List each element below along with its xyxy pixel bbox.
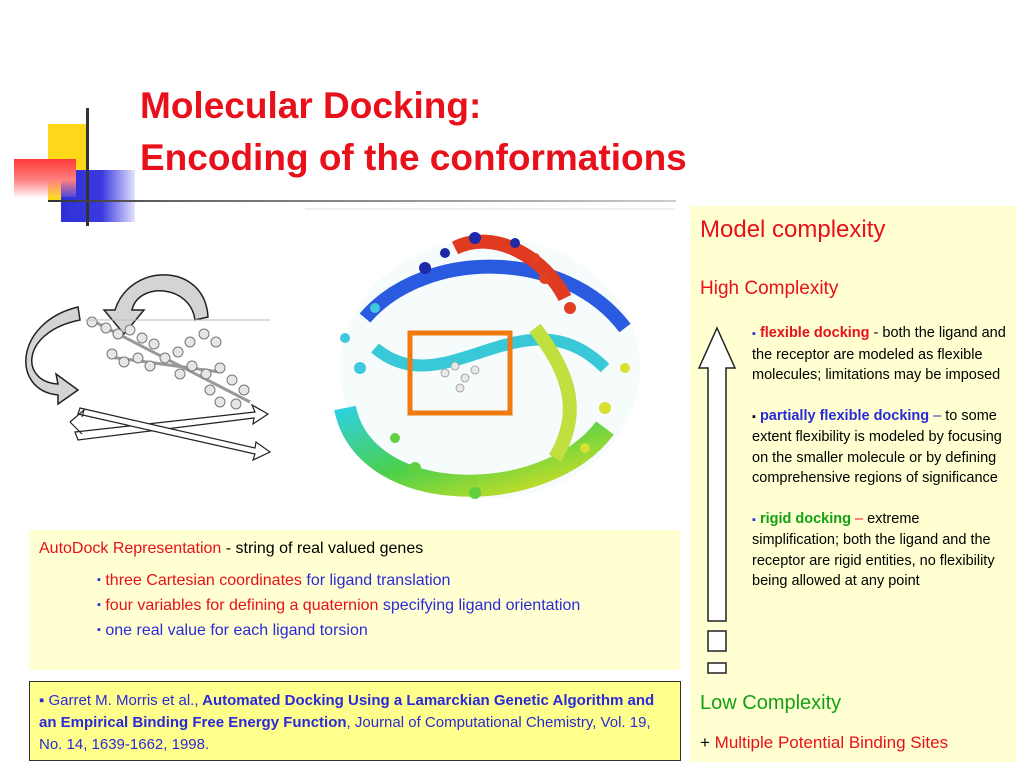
up-arrow-icon (697, 326, 737, 622)
rotate-arrow-left-icon (25, 306, 81, 406)
title-line-1: Molecular Docking: (140, 85, 482, 126)
representation-list: ▪ three Cartesian coordinates for ligand… (39, 570, 670, 641)
list-item: ▪ three Cartesian coordinates for ligand… (97, 572, 451, 589)
list-item: ▪ one real value for each ligand torsion (97, 622, 368, 639)
model-complexity-panel (690, 206, 1016, 762)
high-complexity-label: High Complexity (700, 278, 839, 299)
ligand-rotation-illustration (25, 274, 272, 462)
reference-journal: , Journal of Computational Chemistry, Vo… (39, 714, 651, 753)
decor-vertical-line (86, 108, 89, 226)
multiple-binding-sites: + Multiple Potential Binding Sites (700, 733, 949, 752)
complexity-arrow (697, 326, 737, 674)
complexity-levels: ▪ flexible docking - both the ligand and… (752, 323, 1008, 612)
level-partially-flexible: ▪ partially flexible docking – to some e… (752, 407, 1002, 487)
slide-title: Molecular Docking: Encoding of the confo… (140, 80, 840, 184)
autodock-representation-box: AutoDock Representation - string of real… (29, 530, 680, 670)
translate-arrow-icon-2 (77, 407, 272, 462)
title-line-2: Encoding of the conformations (140, 137, 687, 178)
protein-ligand-complex-image (305, 208, 675, 499)
translate-arrow-icon (74, 403, 270, 441)
reference-authors: Garret M. Morris et al., (44, 692, 199, 709)
decor-horizontal-line (48, 200, 676, 202)
decor-red-square (14, 159, 76, 197)
list-item: ▪ four variables for defining a quaterni… (97, 597, 581, 614)
ligand-molecule (86, 316, 251, 410)
rotate-arrow-top-icon (102, 274, 209, 336)
reference-paper-title: Automated Docking Using a Lamarckian Gen… (39, 692, 655, 731)
representation-heading: AutoDock Representation - string of real… (39, 540, 424, 557)
reference-box: ▪ Garret M. Morris et al., Automated Doc… (29, 681, 681, 761)
level-flexible: ▪ flexible docking - both the ligand and… (752, 325, 1006, 383)
level-rigid: ▪ rigid docking – extreme simplification… (752, 510, 995, 590)
binding-site-box (407, 330, 513, 416)
complexity-title: Model complexity (700, 216, 886, 243)
low-complexity-label: Low Complexity (700, 692, 842, 714)
